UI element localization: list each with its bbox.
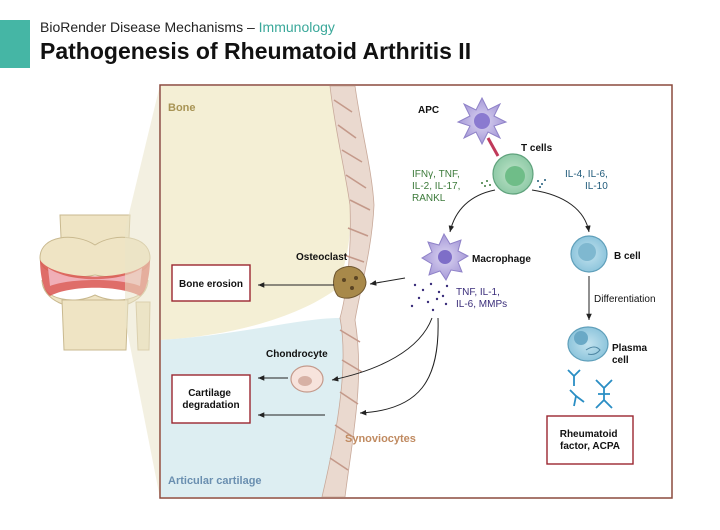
cartilage-region	[161, 318, 344, 497]
synoviocyte-fibers	[329, 99, 371, 471]
osteoclast-label: Osteoclast	[296, 252, 348, 263]
osteoclast-icon	[333, 266, 367, 299]
rheumatoid-factor-box	[546, 415, 634, 465]
cartilage-label-line: Cartilage	[188, 388, 231, 399]
chondrocyte-icon	[290, 365, 324, 393]
arrow-t-to-macrophage	[448, 189, 496, 233]
t-to-macrophage-cytokines: IFNγ, TNF, IL-2, IL-17, RANKL	[412, 169, 463, 204]
rf-label-line: Rheumatoid	[560, 429, 618, 440]
chondrocyte-label: Chondrocyte	[266, 349, 328, 360]
subtitle-topic: Immunology	[258, 19, 335, 35]
cytokine-line: IL-4, IL-6,	[565, 169, 608, 180]
plasma-label-line: Plasma	[612, 343, 647, 354]
accent-bar	[0, 20, 30, 68]
t-to-b-cytokines: IL-4, IL-6, IL-10	[565, 169, 611, 192]
rf-label-line: factor, ACPA	[560, 441, 620, 452]
macrophage-cytokines	[410, 282, 449, 312]
apc-cell-icon	[456, 96, 508, 146]
rheumatoid-factor-label: Rheumatoid factor, ACPA	[560, 429, 621, 452]
tcr-mhc-contact	[486, 137, 500, 157]
t-cell-icon	[492, 153, 534, 195]
cartilage-degradation-label: Cartilage degradation	[182, 388, 239, 411]
articular-cartilage-label: Articular cartilage	[168, 475, 262, 487]
macrophage-cytokines-text: TNF, IL-1, IL-6, MMPs	[456, 287, 507, 310]
cytokine-line: IL-10	[585, 181, 608, 192]
differentiation-label: Differentiation	[594, 294, 656, 305]
bone-erosion-label: Bone erosion	[179, 279, 243, 290]
plasma-cell-label: Plasma cell	[612, 343, 650, 366]
arrow-macrophage-to-osteoclast	[369, 277, 406, 286]
cytokine-line: IL-6, MMPs	[456, 299, 507, 310]
plasma-label-line: cell	[612, 355, 629, 366]
t-cells-label: T cells	[521, 143, 553, 154]
b-cell-label: B cell	[614, 251, 641, 262]
page-title: Pathogenesis of Rheumatoid Arthritis II	[40, 38, 472, 64]
cartilage-label-line: degradation	[182, 400, 239, 411]
arrow-t-to-b	[531, 189, 591, 233]
t-cell-cytokines-right	[537, 179, 546, 188]
apc-label: APC	[418, 105, 439, 116]
subtitle-prefix: BioRender Disease Mechanisms –	[40, 19, 259, 35]
zoom-wedge	[125, 85, 160, 498]
arrow-macrophage-to-synovium	[359, 317, 439, 416]
b-cell-icon	[570, 235, 608, 273]
cytokine-line: IL-2, IL-17,	[412, 181, 460, 192]
t-cell-cytokines-left	[481, 180, 491, 187]
antibody-icons	[567, 369, 613, 409]
cytokine-line: RANKL	[412, 193, 446, 204]
bone-label: Bone	[168, 102, 196, 114]
cytokine-line: TNF, IL-1,	[456, 287, 500, 298]
cartilage-degradation-box	[171, 374, 251, 424]
plasma-cell-icon	[567, 326, 609, 362]
synoviocytes-label: Synoviocytes	[345, 433, 416, 445]
arrow-macrophage-to-chondrocyte	[331, 317, 433, 382]
header-subtitle: BioRender Disease Mechanisms – Immunolog…	[40, 19, 335, 35]
macrophage-icon	[421, 232, 470, 281]
macrophage-label: Macrophage	[472, 254, 531, 265]
cytokine-line: IFNγ, TNF,	[412, 169, 460, 180]
bone-erosion-box	[171, 264, 251, 302]
